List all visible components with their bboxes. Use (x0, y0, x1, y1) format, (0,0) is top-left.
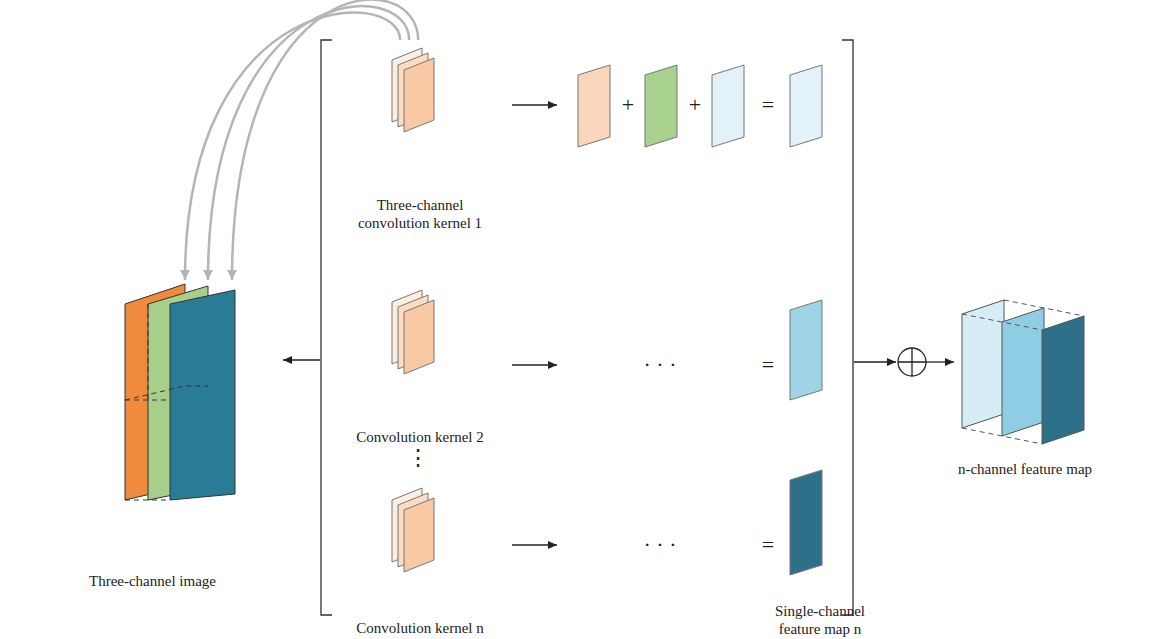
bracket (321, 40, 332, 615)
depth-line (962, 300, 1084, 444)
ellipsis-mark: · · · (644, 534, 677, 556)
image-node: Three-channel image (55, 280, 250, 590)
plate-shape (578, 65, 610, 147)
flow-arrow (926, 361, 954, 362)
plate-shape (404, 58, 434, 132)
node-label: Three-channel convolution kernel 1 (345, 196, 495, 232)
node-label: Convolution kernel 2 (356, 428, 484, 446)
plate-shape (790, 470, 822, 575)
flow-arrow (283, 359, 320, 360)
plate-shape (962, 300, 1004, 428)
flow-arrow (854, 361, 896, 362)
plate-shape (1002, 308, 1044, 436)
flow-arrow (512, 364, 557, 365)
plate-shape (404, 498, 434, 572)
concat-symbol (898, 348, 926, 376)
node-label: Single-channel feature map n (760, 602, 880, 638)
kernel-node: Three-channel convolution kernel 1 (330, 40, 510, 232)
kernel-node: Convolution kernel n (330, 480, 510, 637)
bracket (842, 40, 853, 615)
channel-arrow (208, 6, 409, 280)
operator-sign: = (762, 534, 774, 556)
node-label: Convolution kernel n (356, 619, 484, 637)
operator-sign: + (689, 94, 701, 116)
operator-sign: = (762, 94, 774, 116)
flow-arrow (512, 544, 557, 545)
plate-shape (1042, 316, 1084, 444)
operator-sign: = (762, 354, 774, 376)
plate-shape (404, 300, 434, 374)
feature-map-node: n-channel feature map (930, 288, 1120, 478)
channel-arrow (185, 12, 400, 280)
plate-shape (790, 65, 822, 147)
plate-shape (712, 65, 744, 147)
channel-arrow (232, 0, 418, 280)
plate-shape (645, 65, 677, 147)
flow-arrow (512, 104, 557, 105)
ellipsis-mark: ⋮ (407, 447, 429, 469)
plate-shape (790, 300, 822, 400)
kernel-node: Convolution kernel 2 (330, 282, 510, 446)
ellipsis-mark: · · · (644, 354, 677, 376)
concat-symbol (898, 348, 926, 376)
node-label: n-channel feature map (958, 460, 1092, 478)
node-label: Three-channel image (89, 572, 216, 590)
operator-sign: + (622, 94, 634, 116)
input-image (125, 284, 235, 500)
